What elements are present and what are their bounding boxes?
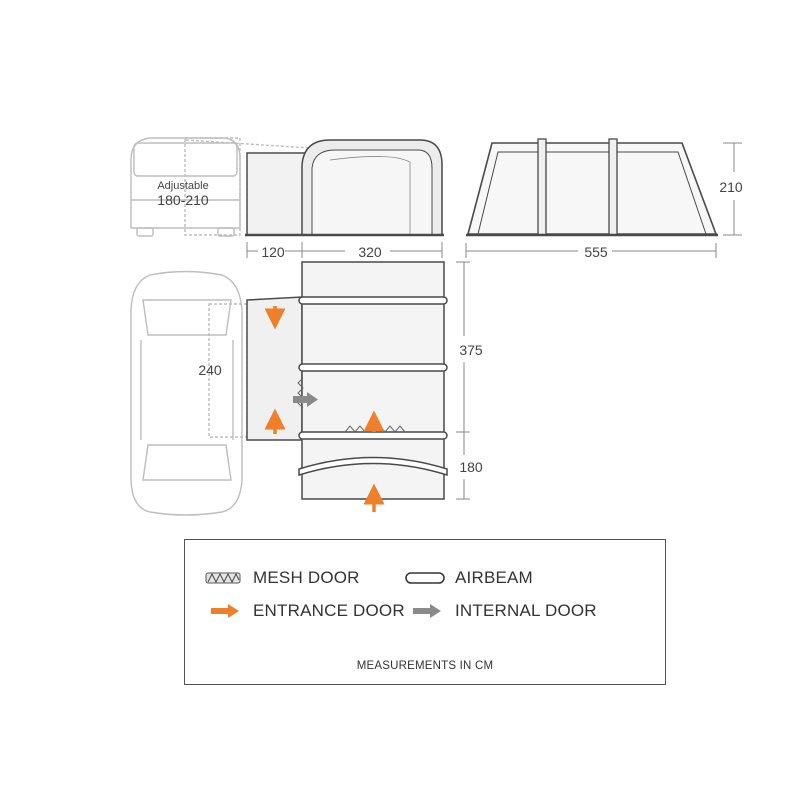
dim-tent-320: 320: [358, 244, 382, 260]
dim-height-210: 210: [719, 179, 743, 195]
gray-arrow-icon: [405, 602, 445, 620]
airbeam-icon: [405, 569, 445, 587]
side-view-tent: [245, 139, 444, 237]
legend-item-entrance-door: ENTRANCE DOOR: [203, 601, 405, 621]
tent-diagram: Adjustable 180-210 120 320 210 55: [130, 137, 743, 516]
legend-item-airbeam: AIRBEAM: [405, 568, 533, 588]
legend-label-internal-door: INTERNAL DOOR: [455, 601, 597, 620]
plan-internal-door-arrow: [293, 392, 318, 407]
end-view-dimension-lines: [465, 142, 742, 258]
legend-box: MESH DOOR AIRBEAM ENTRANCE DOOR INTERNAL…: [184, 539, 666, 685]
measurements-note: MEASUREMENTS IN CM: [356, 660, 494, 672]
airbeam-2: [298, 363, 448, 372]
plan-entrance-door-arrows: [264, 306, 385, 512]
end-view-tent: [466, 138, 718, 237]
side-view-vehicle: [130, 137, 311, 237]
plan-view-dimension-lines: [456, 261, 470, 500]
mesh-door-icon: [203, 569, 243, 587]
legend-item-mesh-door: MESH DOOR: [203, 568, 360, 588]
legend-label-airbeam: AIRBEAM: [455, 568, 533, 587]
dim-length-555: 555: [584, 244, 608, 260]
airbeam-porch: [298, 456, 448, 477]
plan-view-tent: [246, 261, 448, 500]
dim-canopy-120: 120: [261, 244, 285, 260]
airbeam-1: [298, 296, 448, 305]
airbeam-3: [298, 431, 448, 440]
legend-label-mesh-door: MESH DOOR: [253, 568, 360, 587]
legend-label-entrance-door: ENTRANCE DOOR: [253, 601, 405, 620]
vehicle-height-range-label: 180-210: [157, 192, 209, 208]
orange-arrow-icon: [203, 602, 243, 620]
plan-view-vehicle: [130, 270, 248, 516]
vehicle-adjustable-label: Adjustable: [157, 180, 208, 192]
legend-item-internal-door: INTERNAL DOOR: [405, 601, 597, 621]
side-view-dimension-lines: [246, 242, 443, 258]
dim-vehicle-side-240: 240: [198, 362, 222, 378]
dim-porch-180: 180: [459, 459, 483, 475]
dim-main-375: 375: [459, 342, 483, 358]
